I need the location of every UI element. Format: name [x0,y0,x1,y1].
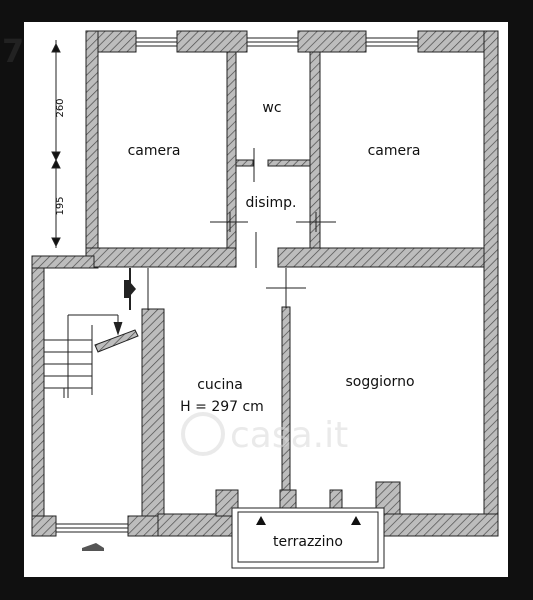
room-label-cucina: cucina [197,377,243,393]
wall-left-upper [85,30,99,269]
wall-wc-left [226,51,237,249]
wall-kitchen-living [281,306,291,495]
windows [55,37,419,533]
room-label-camera-right: camera [368,143,421,159]
stair-handrail-icon [124,280,136,298]
wall-wc-right [309,51,321,249]
dimension-lines [51,40,61,248]
wall-bottom-3 [157,513,239,537]
wall-bottom-4 [375,513,499,537]
wall-top-2 [176,30,248,53]
edge-glyph: 7 [2,32,24,70]
dimension-label-lower: 195 [55,196,66,215]
staircase [44,314,139,398]
balcony-arrow-right-icon [351,516,361,525]
wall-bottom-2 [127,515,159,537]
room-label-soggiorno: soggiorno [345,374,414,390]
stair-landing [94,329,139,353]
wall-bottom-1 [31,515,57,537]
balcony-arrow-left-icon [256,516,266,525]
watermark-house-icon [181,412,225,456]
room-label-camera-left: camera [128,143,181,159]
stair-direction-arrow [113,321,123,336]
room-label-disimpegno: disimp. [246,195,297,211]
entrance-icon [82,543,104,551]
room-label-terrazzino: terrazzino [273,534,343,550]
wall-mid-right [277,247,485,268]
wall-stair-top [31,255,95,269]
wall-wc-bottom-right [267,159,311,167]
walls [31,30,499,537]
terrazzino-balcony [231,507,385,569]
wall-top-3 [297,30,367,53]
wall-kitchen-left [141,308,165,537]
watermark-text: casa.it [230,415,348,456]
wall-stair-left [31,255,45,537]
wall-right [483,30,499,537]
wall-mid-left [85,247,237,268]
room-label-wc: wc [262,100,281,116]
room-label-cucina-height: H = 297 cm [180,399,264,415]
dimension-label-upper: 260 [55,98,66,117]
wall-wc-bottom-left [235,159,254,167]
watermark: casa.it [181,412,348,456]
paper-sheet [24,22,508,577]
